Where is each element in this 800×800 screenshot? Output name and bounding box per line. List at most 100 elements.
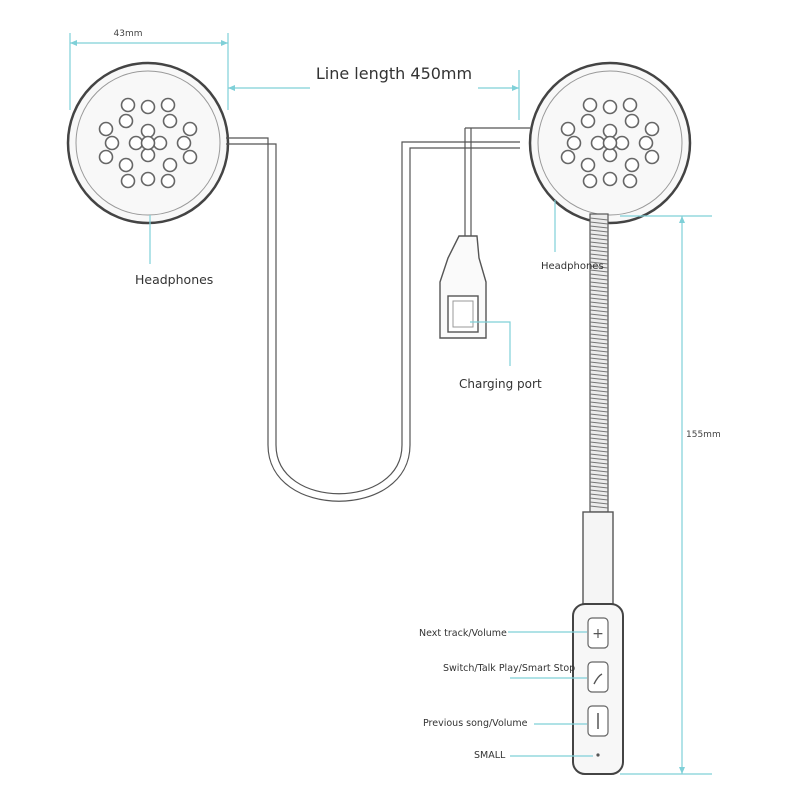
coil-segment <box>589 309 609 313</box>
coil-segment <box>589 257 609 261</box>
coil-segment <box>589 221 609 225</box>
previous-song-label: Previous song/Volume <box>423 718 528 729</box>
coil-segment <box>589 233 609 237</box>
coil-segment <box>589 281 609 285</box>
height-dimension: 155mm <box>620 215 721 775</box>
coil-segment <box>589 449 609 453</box>
coil-segment <box>589 349 609 353</box>
coil-segment <box>589 469 609 473</box>
charging-plug <box>439 235 487 339</box>
coil-segment <box>589 265 609 269</box>
width-dimension-label: 43mm <box>114 29 143 39</box>
coil-segment <box>589 277 609 281</box>
coil-segment <box>589 381 609 385</box>
coil-segment <box>589 501 609 505</box>
coil-segment <box>589 329 609 333</box>
gooseneck-boom <box>589 213 609 513</box>
coil-segment <box>589 217 609 221</box>
callout-charging-port: Charging port <box>459 321 542 391</box>
coil-segment <box>589 405 609 409</box>
connecting-cable <box>226 127 530 502</box>
coil-segment <box>589 337 609 341</box>
coil-segment <box>589 365 609 369</box>
coil-segment <box>589 393 609 397</box>
coil-segment <box>589 345 609 349</box>
coil-segment <box>589 285 609 289</box>
coil-segment <box>589 425 609 429</box>
coil-segment <box>589 229 609 233</box>
coil-segment <box>589 477 609 481</box>
coil-segment <box>589 497 609 501</box>
coil-segment <box>589 301 609 305</box>
coil-segment <box>589 489 609 493</box>
coil-segment <box>589 485 609 489</box>
coil-segment <box>589 453 609 457</box>
coil-segment <box>589 397 609 401</box>
width-dimension: 43mm <box>69 29 229 110</box>
coil-segment <box>589 353 609 357</box>
coil-segment <box>589 261 609 265</box>
coil-segment <box>589 269 609 273</box>
switch-talk-label: Switch/Talk Play/Smart Stop <box>443 663 575 674</box>
coil-segment <box>589 493 609 497</box>
coil-segment <box>589 389 609 393</box>
line-length-label: Line length 450mm <box>316 64 472 83</box>
coil-segment <box>589 465 609 469</box>
callout-next-track: Next track/Volume <box>419 628 587 639</box>
mic-hole <box>596 753 600 757</box>
callout-right-headphone: Headphones <box>541 200 604 272</box>
coil-segment <box>589 341 609 345</box>
coil-segment <box>589 433 609 437</box>
right-headphone-label: Headphones <box>541 261 604 272</box>
coil-segment <box>589 273 609 277</box>
coil-segment <box>589 445 609 449</box>
charging-port-label: Charging port <box>459 377 542 391</box>
phone-icon <box>593 673 603 685</box>
coil-segment <box>589 237 609 241</box>
callout-left-headphone: Headphones <box>135 215 213 287</box>
coil-segment <box>589 293 609 297</box>
coil-segment <box>589 249 609 253</box>
coil-segment <box>589 313 609 317</box>
coil-segment <box>589 369 609 373</box>
coil-segment <box>589 317 609 321</box>
coil-segment <box>589 385 609 389</box>
callout-previous-song: Previous song/Volume <box>423 718 587 729</box>
left-headphone <box>66 61 230 225</box>
coil-segment <box>589 333 609 337</box>
callout-small: SMALL <box>474 750 593 761</box>
coil-segment <box>589 321 609 325</box>
left-headphone-label: Headphones <box>135 272 213 287</box>
coil-segment <box>589 373 609 377</box>
coil-segment <box>589 441 609 445</box>
coil-segment <box>589 289 609 293</box>
coil-segment <box>589 505 609 509</box>
coil-segment <box>589 241 609 245</box>
coil-segment <box>589 401 609 405</box>
next-track-label: Next track/Volume <box>419 628 507 639</box>
coil-segment <box>589 325 609 329</box>
coil-segment <box>589 361 609 365</box>
coil-segment <box>589 225 609 229</box>
coil-segment <box>589 245 609 249</box>
coil-segment <box>589 437 609 441</box>
coil-segment <box>589 461 609 465</box>
coil-segment <box>589 305 609 309</box>
line-length-dimension: Line length 450mm <box>228 64 520 120</box>
coil-segment <box>589 409 609 413</box>
coil-segment <box>589 297 609 301</box>
control-module: + <box>572 511 624 775</box>
coil-segment <box>589 413 609 417</box>
callout-switch-talk: Switch/Talk Play/Smart Stop <box>443 663 587 679</box>
next-track-button[interactable] <box>587 617 609 649</box>
coil-segment <box>589 481 609 485</box>
plus-icon: + <box>592 626 604 642</box>
coil-segment <box>589 417 609 421</box>
coil-segment <box>589 457 609 461</box>
coil-segment <box>589 429 609 433</box>
coil-segment <box>589 473 609 477</box>
coil-segment <box>589 377 609 381</box>
height-dimension-label: 155mm <box>686 430 721 440</box>
coil-segment <box>589 253 609 257</box>
